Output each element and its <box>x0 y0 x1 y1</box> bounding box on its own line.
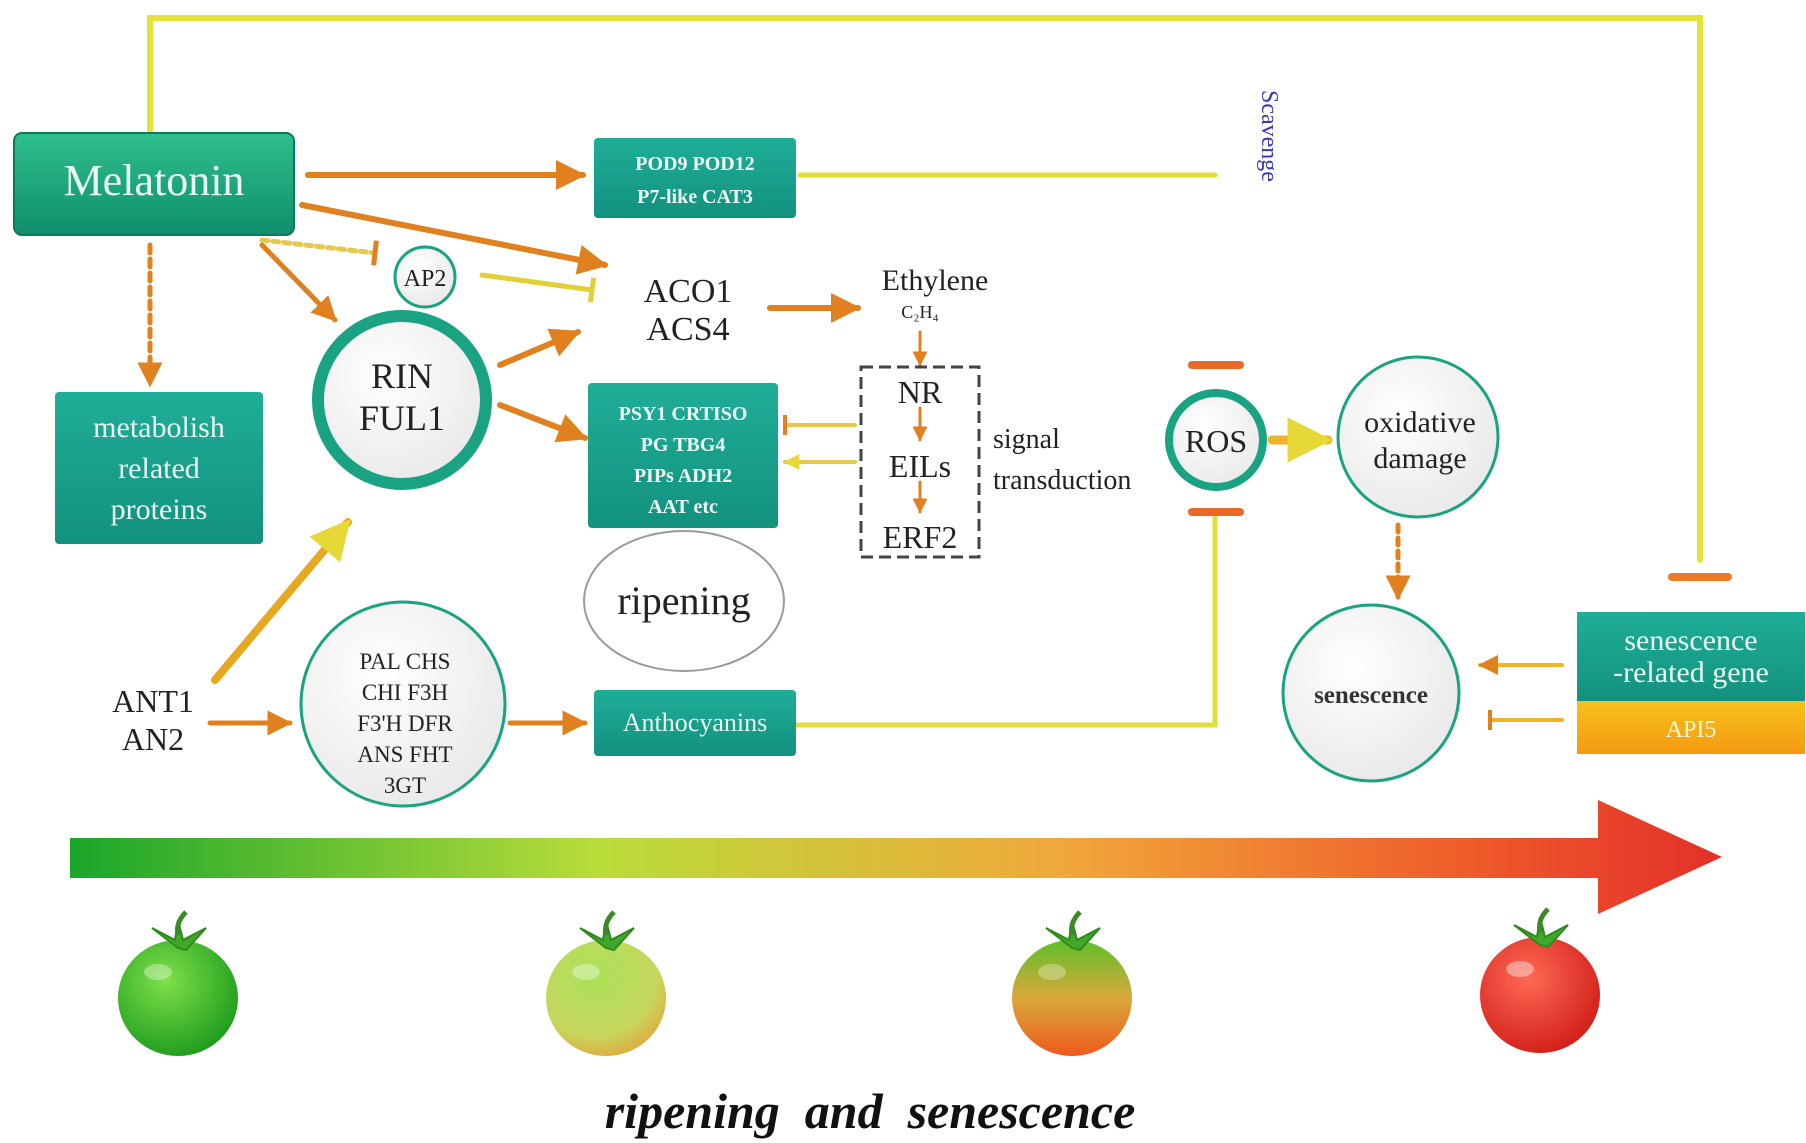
ethylene-formula: C₂H₄ <box>901 302 939 322</box>
melatonin-top-line <box>147 15 1703 563</box>
ant1-label: ANT1 <box>112 683 194 719</box>
eils-label: EILs <box>889 448 951 484</box>
acs4-label: ACS4 <box>646 311 729 348</box>
aco-acs-node: ACO1 ACS4 <box>644 273 733 348</box>
oxidative-label-line-2: damage <box>1373 442 1466 475</box>
ripening-genes-line-4: AAT etc <box>648 496 718 518</box>
metabolism-node: metabolish related proteins <box>55 392 263 544</box>
pod-line-1: POD9 POD12 <box>635 153 754 175</box>
enzymes-line-4: ANS FHT <box>357 742 452 767</box>
tomato-red-icon <box>1480 907 1600 1053</box>
ripening-genes-line-2: PG TBG4 <box>641 434 726 456</box>
oxidative-damage-node: oxidative damage <box>1336 355 1500 519</box>
mel-to-aco-arrow <box>299 202 608 275</box>
ap2-node: AP2 <box>393 245 457 309</box>
pod-line-2: P7-like CAT3 <box>637 186 753 208</box>
tomato-green-icon <box>118 910 238 1056</box>
metabolism-line-2: related <box>118 452 200 485</box>
api5-node: API5 <box>1577 701 1805 754</box>
melatonin-label: Melatonin <box>64 156 245 205</box>
erf2-label: ERF2 <box>883 519 958 555</box>
mel-to-rin-arrow <box>259 242 338 323</box>
rin-label: RIN <box>371 356 433 396</box>
progression-arrow <box>70 800 1722 914</box>
ethylene-label: Ethylene <box>882 264 989 297</box>
api5-label: API5 <box>1666 717 1717 743</box>
anthocyanins-node: Anthocyanins <box>594 690 796 756</box>
anthocyanins-label: Anthocyanins <box>623 708 767 737</box>
ripening-node: ripening <box>583 530 785 672</box>
aco1-label: ACO1 <box>644 273 733 310</box>
senescence-gene-line-1: senescence <box>1624 624 1757 657</box>
anthocyanin-enzymes-node: PAL CHS CHI F3H F3'H DFR ANS FHT 3GT <box>299 600 507 808</box>
signal-label-line-1: signal <box>993 424 1060 455</box>
ant-an-node: ANT1 AN2 <box>112 683 194 757</box>
ethylene-node: Ethylene C₂H₄ <box>882 264 989 322</box>
tomato-turning-icon <box>1012 910 1132 1056</box>
signal-transduction-label: signal transduction <box>993 424 1131 496</box>
ripening-genes-line-3: PIPs ADH2 <box>634 465 732 487</box>
ant-to-rin-arrow <box>211 518 352 684</box>
ful1-label: FUL1 <box>359 398 445 438</box>
metabolism-line-3: proteins <box>111 493 208 526</box>
nr-label: NR <box>898 374 943 410</box>
ripening-label: ripening <box>617 578 750 623</box>
enzymes-line-1: PAL CHS <box>360 649 451 674</box>
signal-cascade-node: NR EILs ERF2 <box>859 365 981 559</box>
ap2-label: AP2 <box>404 266 447 292</box>
ap2-to-aco-inhibit <box>479 272 597 303</box>
ripening-genes-line-1: PSY1 CRTISO <box>619 403 748 425</box>
connectors <box>137 15 1732 736</box>
rin-to-aco-arrow <box>497 328 581 368</box>
oxidative-label-line-1: oxidative <box>1364 406 1476 439</box>
ros-node: ROS <box>1165 389 1267 491</box>
senescence-label: senescence <box>1314 682 1428 709</box>
enzymes-line-2: CHI F3H <box>362 680 448 705</box>
tomato-breaker-icon <box>546 910 666 1056</box>
caption: ripening and senescence <box>605 1083 1136 1139</box>
ripening-genes-node: PSY1 CRTISO PG TBG4 PIPs ADH2 AAT etc <box>588 383 778 528</box>
enzymes-line-5: 3GT <box>384 773 426 798</box>
signal-label-line-2: transduction <box>993 465 1131 496</box>
rin-ful1-node: RIN FUL1 <box>312 310 492 490</box>
ros-label: ROS <box>1185 423 1247 459</box>
scavenge-label: Scavenge <box>1256 90 1282 182</box>
mel-to-ap2-inhibit <box>259 237 379 266</box>
senescence-gene-node: senescence -related gene <box>1577 612 1805 701</box>
rin-to-genes-arrow <box>497 402 588 443</box>
senescence-gene-line-2: -related gene <box>1613 656 1769 689</box>
anthocyanin-to-ros-line <box>792 509 1218 728</box>
senescence-node: senescence <box>1281 603 1461 783</box>
melatonin-node: Melatonin <box>13 132 295 236</box>
antioxidant-enzymes-node: POD9 POD12 P7-like CAT3 <box>594 138 796 218</box>
metabolism-line-1: metabolish <box>93 411 225 444</box>
an2-label: AN2 <box>122 721 184 757</box>
enzymes-line-3: F3'H DFR <box>357 711 453 736</box>
